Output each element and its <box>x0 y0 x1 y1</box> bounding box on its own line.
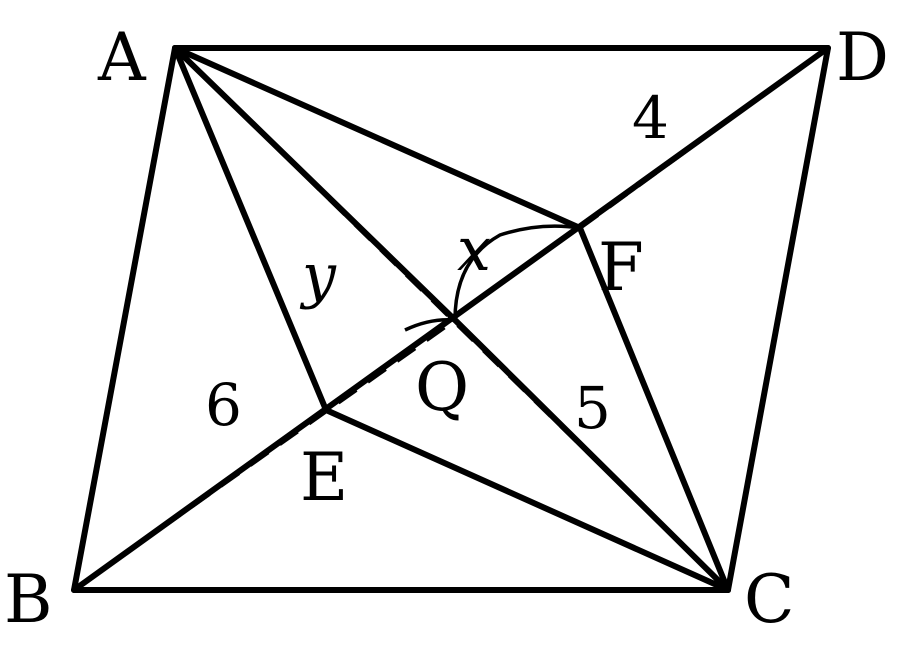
length-label-DF: 4 <box>632 84 669 152</box>
angle-y-arc <box>404 317 456 332</box>
angle-x-arc <box>453 224 581 321</box>
segment-AF <box>172 45 583 231</box>
segment-AO <box>172 45 458 323</box>
segment-AE <box>172 45 329 413</box>
point-label-O: Q <box>415 349 469 426</box>
angle-label-y: y <box>299 241 337 311</box>
point-label-A: A <box>97 19 147 96</box>
segment-FC <box>577 225 731 593</box>
segment-OC-solid <box>452 317 731 593</box>
point-label-D: D <box>836 19 889 96</box>
point-label-E: E <box>300 439 348 516</box>
length-label-OC: 5 <box>574 374 611 442</box>
point-label-F: F <box>598 229 644 306</box>
angle-label-x: x <box>457 215 491 285</box>
point-label-C: C <box>744 561 795 638</box>
length-label-OB: 6 <box>205 371 242 439</box>
segment-EC <box>323 407 731 593</box>
point-label-B: B <box>4 561 53 638</box>
